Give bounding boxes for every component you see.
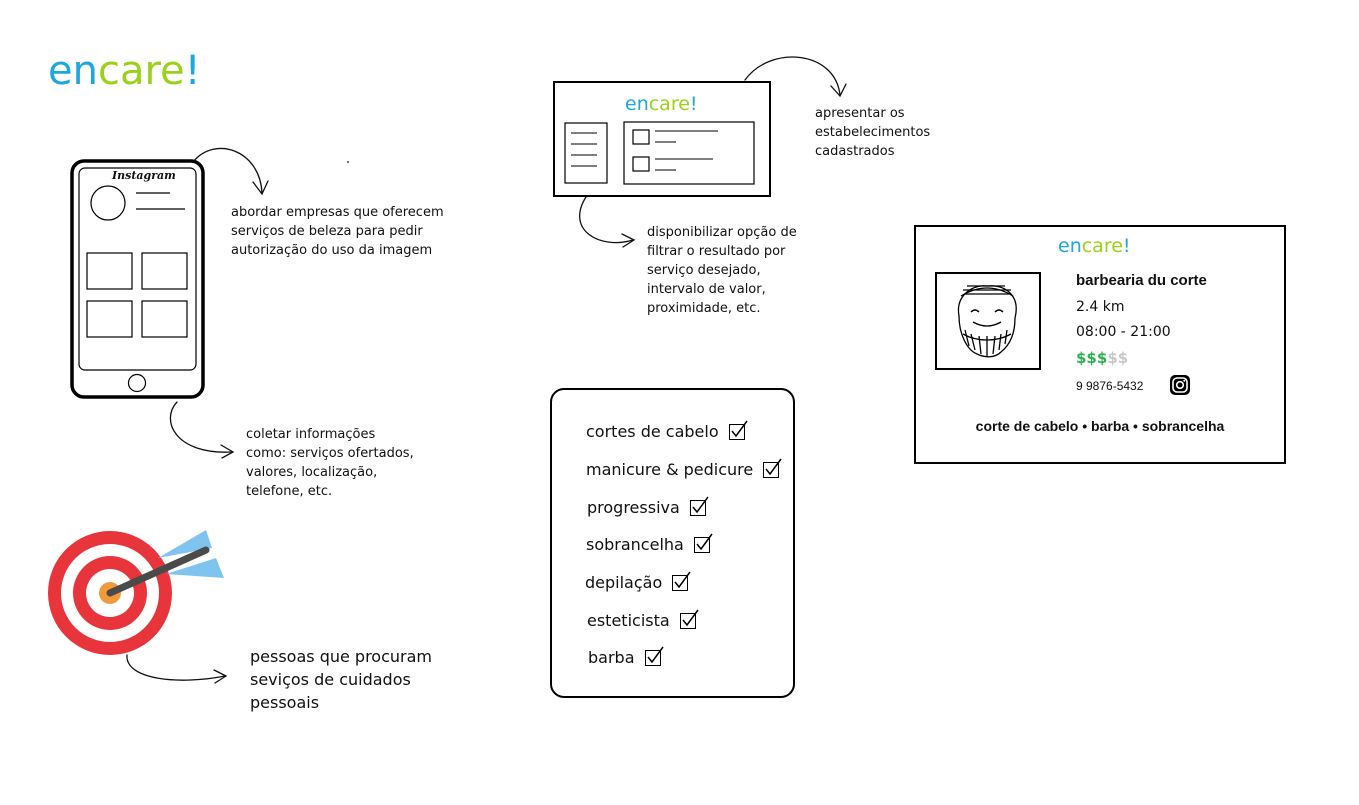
establishment-photo (935, 272, 1041, 370)
services-filter-box: cortes de cabelo manicure & pedicure pro… (550, 388, 795, 698)
establishment-name: barbearia du corte (1076, 272, 1207, 289)
phone-sketch: Instagram (70, 159, 206, 400)
note-filtrar: disponibilizar opção de filtrar o result… (647, 225, 797, 316)
establishment-distance: 2.4 km (1076, 299, 1125, 315)
phone-outline (70, 159, 205, 399)
checkbox-checked-icon[interactable] (679, 609, 699, 629)
establishment-card[interactable]: encare! barbearia du corte 2.4 km 08:00 … (914, 225, 1286, 464)
service-option[interactable]: esteticista (587, 609, 699, 630)
instagram-icon[interactable] (1169, 374, 1191, 396)
establishment-services: corte de cabelo • barba • sobrancelha (975, 418, 1225, 434)
checkbox-checked-icon[interactable] (644, 646, 664, 666)
price-rating: $$$$$ (1076, 349, 1129, 367)
checkbox-checked-icon[interactable] (728, 420, 748, 440)
service-option[interactable]: cortes de cabelo (586, 420, 748, 441)
service-option[interactable]: progressiva (587, 496, 709, 517)
bearded-face-icon (957, 285, 1017, 358)
establishment-hours: 08:00 - 21:00 (1076, 324, 1171, 340)
note-abordar: abordar empresas que oferecem serviços d… (231, 205, 444, 258)
target-icon (48, 530, 224, 655)
note-pessoas: pessoas que procuram seviços de cuidados… (250, 647, 432, 712)
mockup-wireframe (564, 121, 755, 185)
checkbox-checked-icon[interactable] (689, 496, 709, 516)
service-option[interactable]: manicure & pedicure (586, 458, 782, 479)
checkbox-checked-icon[interactable] (693, 533, 713, 553)
checkbox-checked-icon[interactable] (672, 571, 691, 591)
establishment-phone[interactable]: 9 9876-5432 (1076, 379, 1144, 393)
service-option[interactable]: barba (588, 646, 664, 667)
mockup-logo: encare! (625, 93, 698, 115)
card-logo: encare! (1058, 235, 1131, 257)
checkbox-checked-icon[interactable] (763, 458, 782, 478)
note-coletar: coletar informações como: serviços ofert… (246, 427, 414, 499)
instagram-wordmark: Instagram (112, 169, 176, 182)
note-apresentar: apresentar os estabelecimentos cadastrad… (815, 106, 931, 159)
service-option[interactable]: depilação (585, 571, 691, 592)
app-mockup: encare! (553, 81, 771, 197)
service-option[interactable]: sobrancelha (586, 533, 713, 554)
main-logo: encare! (48, 48, 201, 94)
